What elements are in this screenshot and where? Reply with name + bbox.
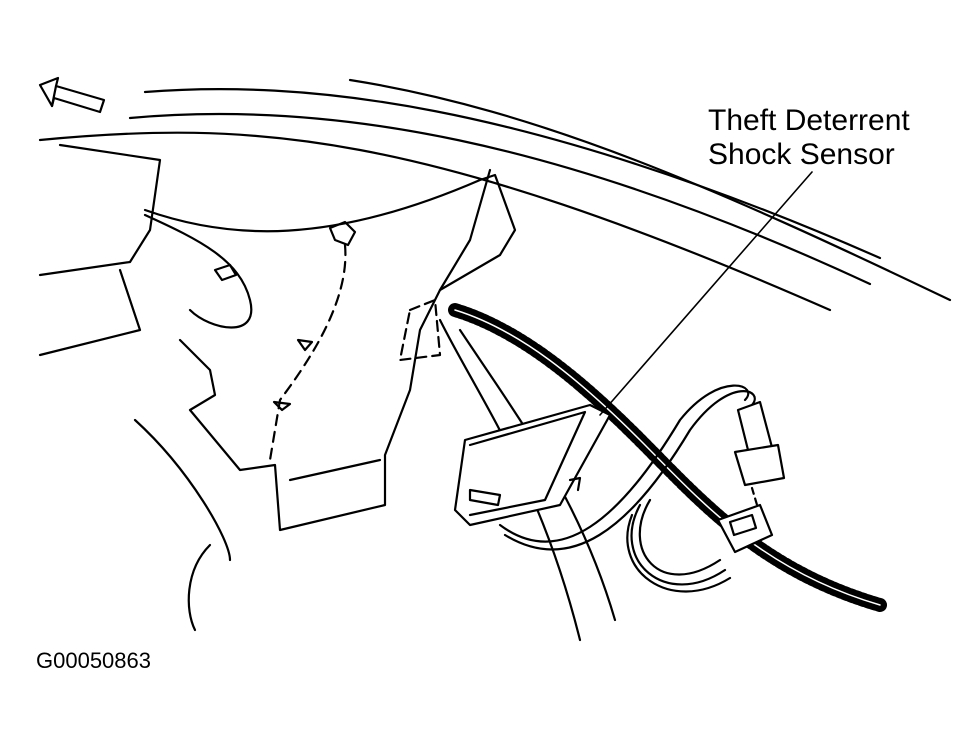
roof-lines xyxy=(38,78,952,312)
shock-sensor xyxy=(453,403,612,527)
wiring-harness xyxy=(448,303,887,612)
callout-line-1: Theft Deterrent xyxy=(708,104,910,137)
callout-line-2: Shock Sensor xyxy=(708,138,895,171)
figure-id: G00050863 xyxy=(36,648,151,673)
callout-label: Theft Deterrent Shock Sensor xyxy=(708,104,910,172)
connector-lower xyxy=(716,503,774,554)
connector-upper xyxy=(733,400,786,517)
sensor-wires xyxy=(498,384,756,593)
forward-arrow-icon xyxy=(38,76,106,114)
trim-panel xyxy=(38,143,517,632)
leader-line xyxy=(599,171,813,416)
